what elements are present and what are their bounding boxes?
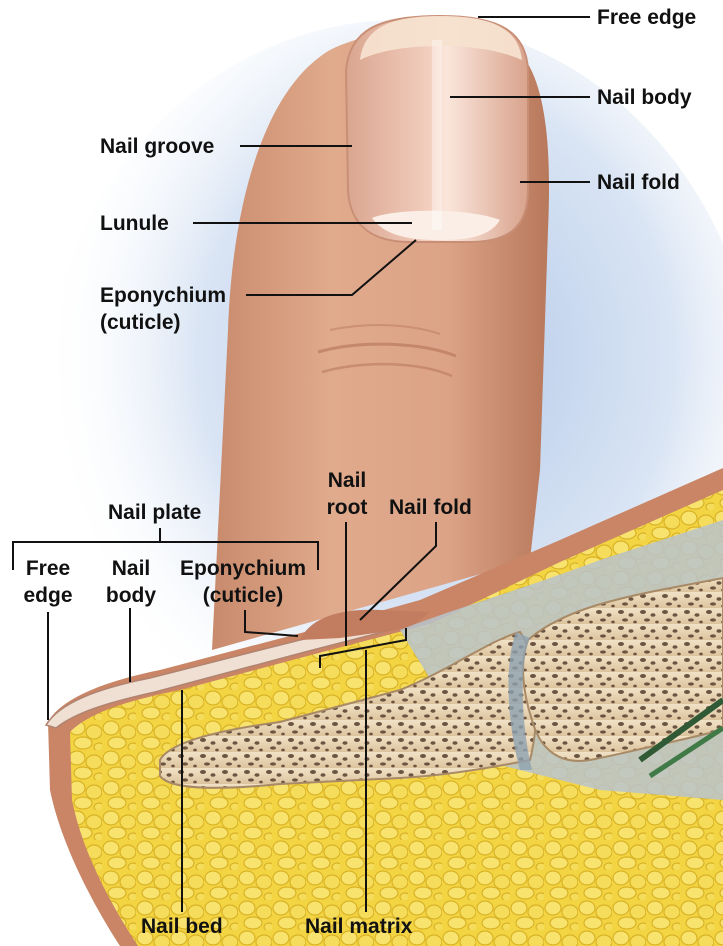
label-nail-root-line2: root xyxy=(320,495,374,520)
label-nail-plate: Nail plate xyxy=(108,500,201,525)
label-eponychium-top: Eponychium xyxy=(100,283,226,308)
label-nail-matrix: Nail matrix xyxy=(305,914,412,939)
label-eponychium-bottom: Eponychium xyxy=(172,556,314,581)
nail-highlight xyxy=(432,40,442,230)
label-nail-body-top: Nail body xyxy=(597,85,692,110)
label-free-edge-bottom-line2: edge xyxy=(20,583,76,608)
label-free-edge-top: Free edge xyxy=(597,5,696,30)
label-nail-bed: Nail bed xyxy=(141,914,223,939)
label-nail-root-line1: Nail xyxy=(320,468,374,493)
label-nail-groove: Nail groove xyxy=(100,134,214,159)
label-nail-fold-bottom: Nail fold xyxy=(389,495,472,520)
label-cuticle-top: (cuticle) xyxy=(100,310,181,335)
label-lunule: Lunule xyxy=(100,211,169,236)
label-nail-body-bottom-line2: body xyxy=(100,583,162,608)
label-nail-body-bottom-line1: Nail xyxy=(100,556,162,581)
label-cuticle-bottom: (cuticle) xyxy=(172,583,314,608)
label-nail-fold-top: Nail fold xyxy=(597,170,680,195)
label-free-edge-bottom-line1: Free xyxy=(20,556,76,581)
